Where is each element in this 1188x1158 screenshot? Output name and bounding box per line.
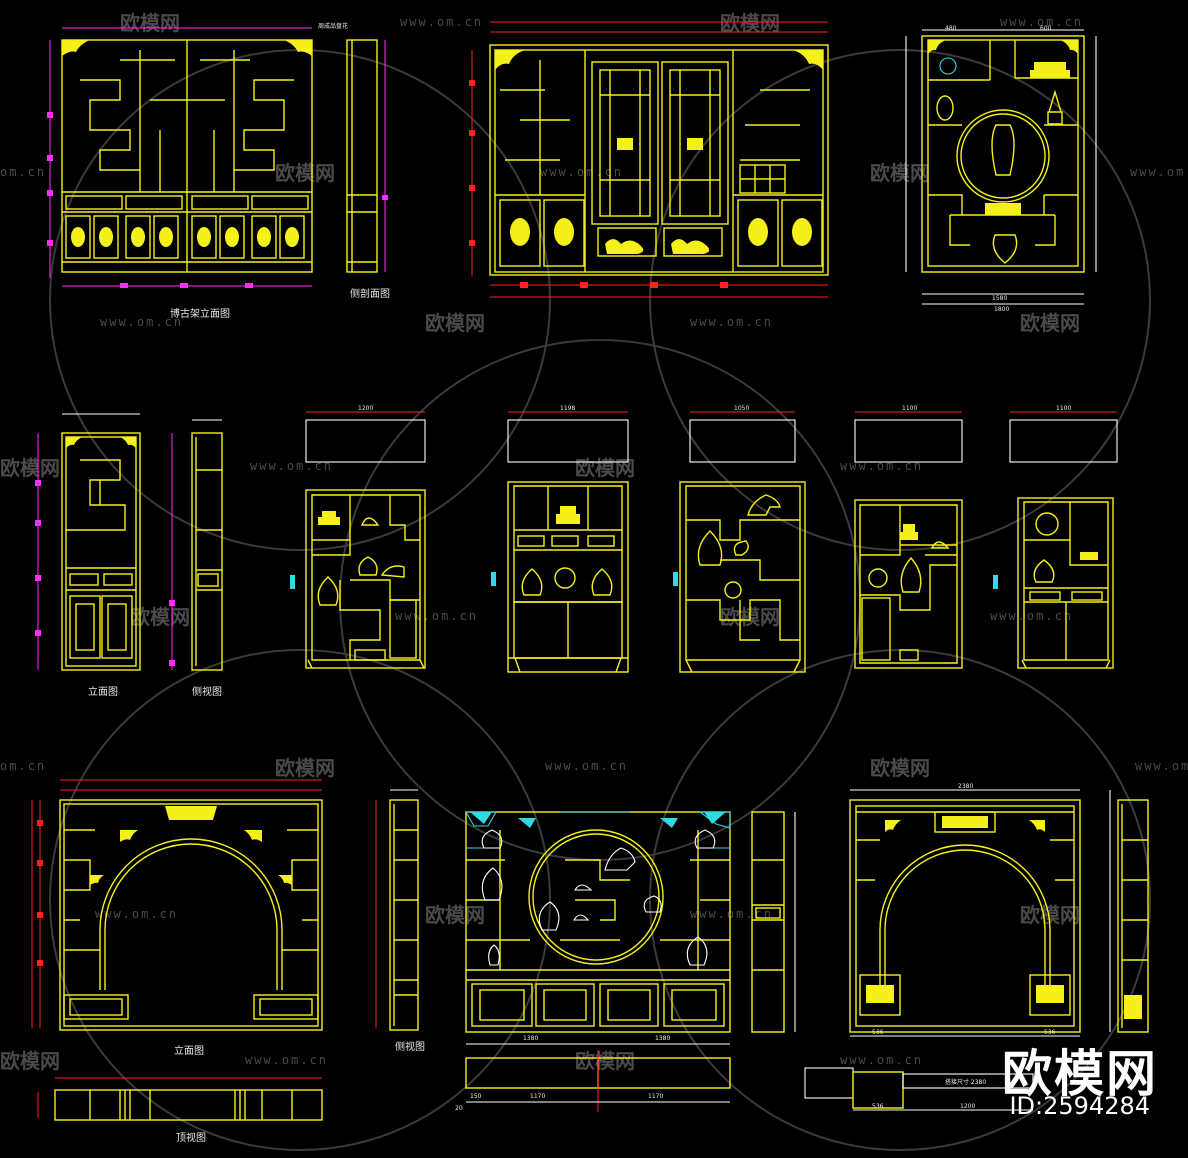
moon-elevation-label: 立面图 — [174, 1044, 204, 1057]
cabinet-1100b: 1100 — [993, 405, 1118, 669]
dim-1380a: 1380 — [523, 1035, 538, 1042]
cabinet-1200: 1200 — [290, 405, 426, 669]
watermark-logo: 欧模网 — [1020, 311, 1080, 335]
watermark-url: om.cn — [0, 165, 46, 179]
top-view-label: 顶视图 — [176, 1131, 206, 1144]
dim-1170a: 1170 — [530, 1093, 545, 1100]
brand-logo: 欧模网 — [1002, 1045, 1158, 1103]
watermark-url: www.om.cn — [1000, 15, 1083, 29]
watermark-url: www.om.cn — [1130, 165, 1188, 179]
moon-gate-2380-plan: 搭接尺寸 2380 536 1200 — [804, 1067, 1034, 1111]
watermark-url: www.om.cn — [395, 609, 478, 623]
watermark-logo: 欧模网 — [870, 756, 930, 780]
moon-gate-elevation: 立面图 — [31, 779, 323, 1057]
cabinet-1198: 1198 — [491, 405, 629, 673]
watermark-url: www.om.cn — [690, 315, 773, 329]
top-note: 周成品盘花 — [318, 22, 348, 30]
brand-id: ID:2594284 — [1009, 1092, 1150, 1120]
watermark-url: www.om.cn — [840, 1053, 923, 1067]
circle-display-side — [751, 811, 796, 1033]
watermark-url: www.om.cn — [400, 15, 483, 29]
svg-text:480: 480 — [945, 25, 957, 32]
watermark-layer: 欧模网 www.om.cn 欧模网 www.om.cn om.cn 欧模网 ww… — [0, 11, 1188, 1151]
watermark-url: www.om.cn — [1135, 759, 1188, 773]
watermark-logo: 欧模网 — [130, 605, 190, 629]
watermark-url: www.om.cn — [540, 165, 623, 179]
moon-gate-top-view: 顶视图 — [37, 1077, 323, 1144]
dim-1800: 1800 — [994, 306, 1009, 313]
circle-display-cabinet: 1380 1380 — [465, 811, 731, 1045]
dim-1198: 1198 — [560, 405, 575, 412]
watermark-url: www.om.cn — [990, 609, 1073, 623]
watermark-logo: 欧模网 — [120, 11, 180, 35]
watermark-logo: 欧模网 — [575, 1049, 635, 1073]
dim-2380: 2380 — [958, 783, 973, 790]
svg-text:600: 600 — [1040, 25, 1052, 32]
watermark-url: www.om.cn — [690, 907, 773, 921]
side-view-label: 侧视图 — [192, 685, 222, 698]
watermark-url: www.om.cn — [250, 459, 333, 473]
watermark-logo: 欧模网 — [275, 161, 335, 185]
watermark-url: om.cn — [0, 759, 46, 773]
moon-side-label: 侧视图 — [395, 1040, 425, 1053]
watermark-ring — [49, 49, 551, 551]
circle-display-plan: 20 150 1170 1170 — [455, 1050, 731, 1112]
watermark-logo: 欧模网 — [0, 456, 60, 480]
watermark-logo: 欧模网 — [0, 1049, 60, 1073]
dim-536a: 536 — [872, 1029, 884, 1036]
tall-cabinet-side-view: 侧视图 — [169, 419, 223, 698]
round-window-cabinet-drawing: 480 600 1580 1800 — [905, 25, 1097, 313]
dim-1380b: 1380 — [655, 1035, 670, 1042]
dim-536c: 536 — [872, 1103, 884, 1110]
watermark-logo: 欧模网 — [425, 311, 485, 335]
dim-20: 20 — [455, 1105, 463, 1112]
watermark-url: www.om.cn — [95, 907, 178, 921]
watermark-url: www.om.cn — [545, 759, 628, 773]
tall-cabinet-elevation: 立面图 — [35, 413, 141, 698]
watermark-logo: 欧模网 — [870, 161, 930, 185]
watermark-url: www.om.cn — [100, 315, 183, 329]
watermark-url: www.om.cn — [840, 459, 923, 473]
dim-1100b: 1100 — [1056, 405, 1071, 412]
dim-1170b: 1170 — [648, 1093, 663, 1100]
cabinet-1100a: 1100 — [854, 405, 963, 669]
dim-150: 150 — [470, 1093, 482, 1100]
watermark-logo: 欧模网 — [275, 756, 335, 780]
moon-gate-side-view: 侧视图 — [375, 789, 425, 1053]
glazed-cabinet-drawing — [469, 21, 829, 298]
dim-536b: 536 — [1044, 1029, 1056, 1036]
watermark-ring — [49, 649, 551, 1151]
watermark-logo: 欧模网 — [425, 903, 485, 927]
bogujia-elevation-drawing: 周成品盘花 博古架立面图 — [47, 22, 348, 320]
cabinet-1050: 1050 — [673, 405, 806, 673]
dim-1100a: 1100 — [902, 405, 917, 412]
dim-1200: 1200 — [358, 405, 373, 412]
dim-1580: 1580 — [992, 295, 1007, 302]
watermark-logo: 欧模网 — [720, 11, 780, 35]
dim-1050: 1050 — [734, 405, 749, 412]
bogujia-elevation-label: 博古架立面图 — [170, 307, 230, 320]
moon-gate-2380-side — [1109, 790, 1149, 1033]
side-section-label: 侧剖面图 — [350, 287, 390, 300]
watermark-url: www.om.cn — [245, 1053, 328, 1067]
watermark-logo: 欧模网 — [575, 456, 635, 480]
moon-gate-2380: 2380 536 536 — [849, 783, 1081, 1037]
dim-1200b: 1200 — [960, 1103, 975, 1110]
dim-2380b: 搭接尺寸 2380 — [945, 1078, 986, 1086]
side-section-drawing: 侧剖面图 — [346, 39, 390, 300]
elevation-label: 立面图 — [88, 685, 118, 698]
